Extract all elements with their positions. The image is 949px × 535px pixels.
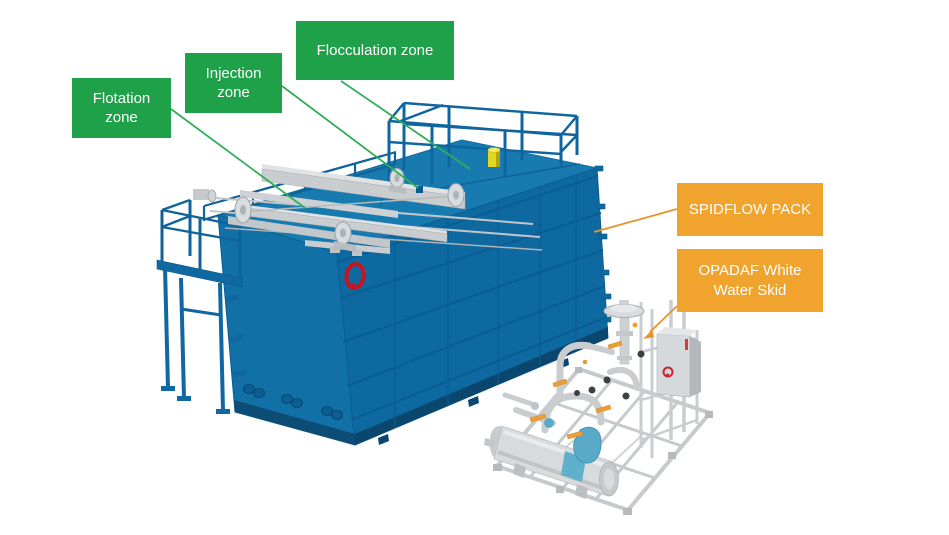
label-injection-zone: Injection zone bbox=[185, 53, 282, 113]
tank-base-front bbox=[234, 400, 355, 445]
label-spidflow-pack-text: SPIDFLOW PACK bbox=[688, 200, 812, 218]
tank-nozzles bbox=[243, 384, 343, 420]
label-flocculation-zone: Flocculation zone bbox=[296, 21, 454, 80]
tank-panel-seams bbox=[394, 175, 577, 428]
label-flocculation-zone-text: Flocculation zone bbox=[316, 41, 434, 59]
white-water-skid bbox=[484, 300, 713, 515]
label-spidflow-pack: SPIDFLOW PACK bbox=[677, 183, 823, 236]
top-railing bbox=[387, 101, 579, 188]
valve-actuators bbox=[574, 350, 645, 400]
label-opadaf-skid: OPADAF White Water Skid bbox=[677, 249, 823, 312]
opadaf-leader-arrow bbox=[643, 330, 654, 339]
step-brackets bbox=[225, 294, 246, 378]
vent-pipe bbox=[603, 300, 645, 365]
scraper-wheels bbox=[234, 168, 465, 252]
skid-feet bbox=[493, 367, 713, 515]
cabinet-logo-icon bbox=[662, 366, 674, 378]
brand-logo-icon bbox=[344, 262, 366, 290]
flocculation-leader-line bbox=[340, 80, 471, 170]
tank-edge-tabs bbox=[594, 165, 612, 323]
valve-handles bbox=[529, 340, 623, 440]
opadaf-leader-line bbox=[649, 305, 678, 333]
control-cabinet bbox=[656, 327, 701, 398]
injection-leader-line bbox=[281, 85, 419, 189]
label-opadaf-skid-text: OPADAF White Water Skid bbox=[698, 262, 802, 299]
scraper-assembly bbox=[193, 164, 543, 256]
blue-pump bbox=[573, 426, 602, 464]
top-fitting bbox=[416, 186, 423, 193]
label-flotation-zone: Flotation zone bbox=[72, 78, 171, 138]
blue-elbow bbox=[544, 418, 554, 428]
tank-base-right bbox=[355, 327, 608, 445]
tank-ribs bbox=[338, 175, 608, 421]
spidflow-leader-line bbox=[593, 208, 678, 233]
saturator-vessel bbox=[484, 425, 619, 499]
yellow-drum bbox=[487, 147, 501, 167]
access-platform bbox=[156, 198, 243, 414]
flotation-leader-line bbox=[170, 108, 306, 209]
flotation-tank bbox=[156, 101, 612, 446]
label-flotation-zone-text: Flotation zone bbox=[92, 89, 151, 126]
leader-lines bbox=[170, 80, 678, 339]
label-injection-zone-text: Injection zone bbox=[205, 64, 262, 101]
